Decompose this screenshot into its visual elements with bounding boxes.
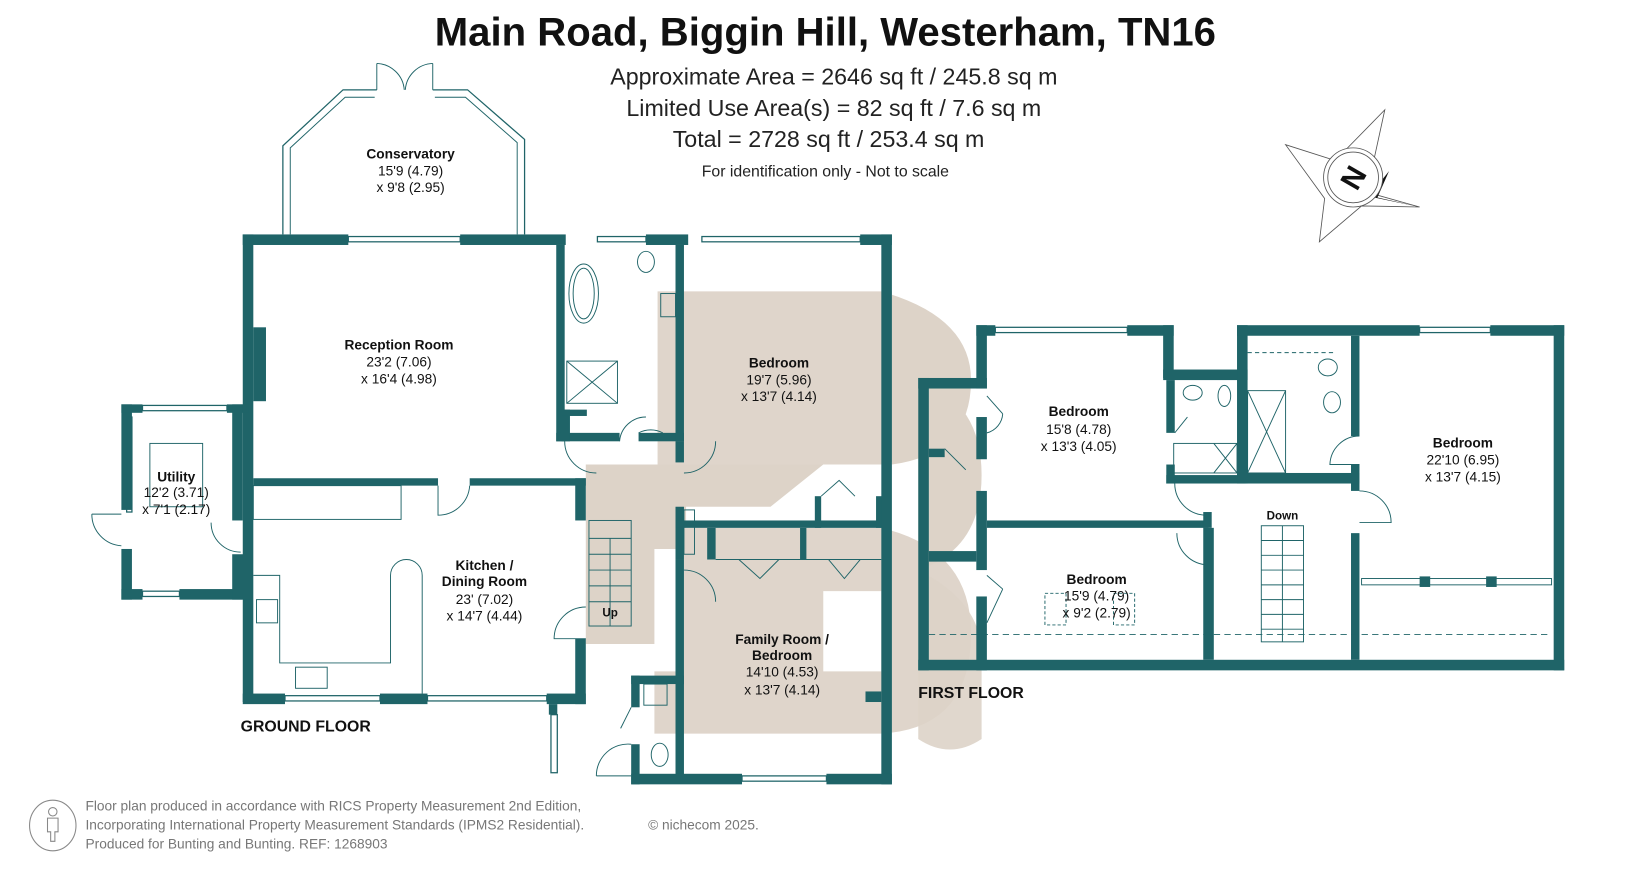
room-utility: Utility 12'2 (3.71) x 7'1 (2.17) xyxy=(142,469,210,517)
page-title: Main Road, Biggin Hill, Westerham, TN16 xyxy=(435,10,1216,54)
svg-text:x 16'4 (4.98): x 16'4 (4.98) xyxy=(361,371,437,386)
copyright: © nichecom 2025. xyxy=(648,818,759,833)
svg-text:22'10 (6.95): 22'10 (6.95) xyxy=(1427,453,1500,468)
room-bedroom-first-3: Bedroom 15'9 (4.79) x 9'2 (2.79) xyxy=(1063,572,1131,621)
stairs-down-label: Down xyxy=(1267,509,1299,522)
limited-use-area: Limited Use Area(s) = 82 sq ft / 7.6 sq … xyxy=(626,95,1041,121)
room-reception: Reception Room 23'2 (7.06) x 16'4 (4.98) xyxy=(344,337,453,386)
svg-text:Family Room /: Family Room / xyxy=(735,632,829,647)
footer-line-1: Floor plan produced in accordance with R… xyxy=(85,799,581,814)
svg-text:Bedroom: Bedroom xyxy=(749,355,809,370)
first-floor-walls: Down xyxy=(918,325,1565,671)
svg-text:x 13'7 (4.14): x 13'7 (4.14) xyxy=(741,389,817,404)
svg-text:Kitchen /: Kitchen / xyxy=(455,558,513,573)
approximate-area: Approximate Area = 2646 sq ft / 245.8 sq… xyxy=(610,64,1057,90)
stairs-up-label: Up xyxy=(602,607,617,620)
svg-text:23'2 (7.06): 23'2 (7.06) xyxy=(366,354,431,369)
svg-text:Dining Room: Dining Room xyxy=(442,574,527,589)
svg-text:19'7 (5.96): 19'7 (5.96) xyxy=(746,372,811,387)
footer-line-3: Produced for Bunting and Bunting. REF: 1… xyxy=(85,837,387,852)
disclaimer: For identification only - Not to scale xyxy=(702,163,949,180)
room-family-room: Family Room / Bedroom 14'10 (4.53) x 13'… xyxy=(735,632,829,698)
svg-text:x 13'3 (4.05): x 13'3 (4.05) xyxy=(1041,439,1117,454)
footer-line-2: Incorporating International Property Mea… xyxy=(85,818,584,833)
svg-text:x 9'2 (2.79): x 9'2 (2.79) xyxy=(1063,606,1131,621)
room-bedroom-first-2: Bedroom 22'10 (6.95) x 13'7 (4.15) xyxy=(1425,436,1501,485)
ground-floor-walls: Up xyxy=(91,62,892,785)
room-kitchen-dining: Kitchen / Dining Room 23' (7.02) x 14'7 … xyxy=(442,558,527,624)
svg-text:x 7'1 (2.17): x 7'1 (2.17) xyxy=(142,502,210,517)
room-bedroom-first-1: Bedroom 15'8 (4.78) x 13'3 (4.05) xyxy=(1041,404,1117,454)
svg-text:15'9 (4.79): 15'9 (4.79) xyxy=(1064,589,1129,604)
svg-text:12'2 (3.71): 12'2 (3.71) xyxy=(144,485,209,500)
svg-text:x 13'7 (4.15): x 13'7 (4.15) xyxy=(1425,469,1501,484)
first-floor-label: FIRST FLOOR xyxy=(918,685,1024,702)
svg-text:Utility: Utility xyxy=(157,469,195,484)
north-compass-icon: N xyxy=(1284,108,1420,243)
svg-text:14'10 (4.53): 14'10 (4.53) xyxy=(746,665,819,680)
svg-text:Conservatory: Conservatory xyxy=(366,146,455,161)
svg-text:Bedroom: Bedroom xyxy=(752,648,812,663)
svg-text:15'9 (4.79): 15'9 (4.79) xyxy=(378,163,443,178)
svg-text:Bedroom: Bedroom xyxy=(1049,404,1109,419)
person-scale-icon xyxy=(29,799,77,852)
total-area: Total = 2728 sq ft / 253.4 sq m xyxy=(673,126,985,152)
svg-text:23' (7.02): 23' (7.02) xyxy=(456,592,514,607)
room-conservatory: Conservatory 15'9 (4.79) x 9'8 (2.95) xyxy=(366,146,455,195)
svg-text:15'8 (4.78): 15'8 (4.78) xyxy=(1046,422,1111,437)
svg-text:x 9'8 (2.95): x 9'8 (2.95) xyxy=(376,180,444,195)
svg-text:x 14'7 (4.44): x 14'7 (4.44) xyxy=(447,609,523,624)
watermark-logo xyxy=(585,291,982,750)
room-bedroom-ground: Bedroom 19'7 (5.96) x 13'7 (4.14) xyxy=(741,355,817,404)
ground-floor-label: GROUND FLOOR xyxy=(241,719,372,736)
svg-text:Bedroom: Bedroom xyxy=(1067,572,1127,587)
svg-text:Bedroom: Bedroom xyxy=(1433,436,1493,451)
svg-text:Reception Room: Reception Room xyxy=(344,337,453,352)
svg-text:x 13'7 (4.14): x 13'7 (4.14) xyxy=(744,683,820,698)
